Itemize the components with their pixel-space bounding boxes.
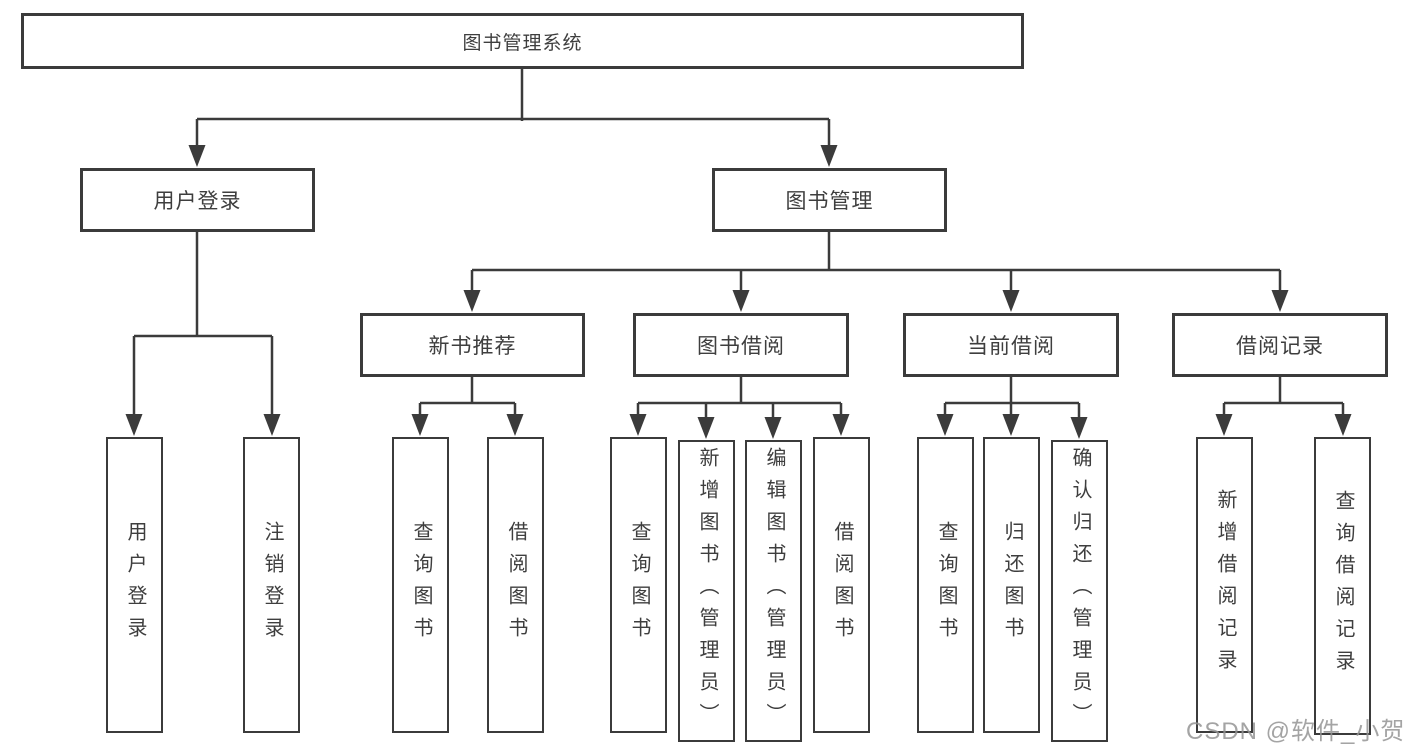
node-current-borrow-label: 当前借阅 <box>967 335 1055 358</box>
watermark: CSDN @软件_小贺同学 <box>1186 718 1405 745</box>
node-current-borrow: 当前借阅 <box>903 313 1119 377</box>
node-leaf-user-login-label: 用户登录 <box>124 521 146 649</box>
node-book-borrow: 图书借阅 <box>633 313 849 377</box>
node-book-borrow-label: 图书借阅 <box>697 335 785 358</box>
node-leaf-user-login: 用户登录 <box>106 437 163 733</box>
node-bb-query-book-label: 查询图书 <box>628 521 650 649</box>
node-cb-return-book-label: 归还图书 <box>1001 521 1023 649</box>
arrowheads <box>125 145 1352 439</box>
node-br-query-record: 查询借阅记录 <box>1314 437 1371 735</box>
node-cb-return-book: 归还图书 <box>983 437 1040 733</box>
node-bb-edit-book-label: 编辑图书（管理员） <box>763 447 785 735</box>
node-bb-add-book: 新增图书（管理员） <box>678 440 735 742</box>
node-bb-borrow-book: 借阅图书 <box>813 437 870 733</box>
node-nbr-borrow-book-label: 借阅图书 <box>505 521 527 649</box>
node-nbr-query-book-label: 查询图书 <box>410 521 432 649</box>
node-br-add-record: 新增借阅记录 <box>1196 437 1253 733</box>
node-user-login: 用户登录 <box>80 168 315 232</box>
node-book-management-label: 图书管理 <box>785 190 874 213</box>
node-br-add-record-label: 新增借阅记录 <box>1214 489 1236 681</box>
node-leaf-logout: 注销登录 <box>243 437 300 733</box>
node-new-book-recommend-label: 新书推荐 <box>428 335 517 358</box>
node-bb-edit-book: 编辑图书（管理员） <box>745 440 802 742</box>
node-nbr-query-book: 查询图书 <box>392 437 449 733</box>
node-leaf-logout-label: 注销登录 <box>261 521 283 649</box>
node-cb-query-book-label: 查询图书 <box>935 521 957 649</box>
node-borrow-record-label: 借阅记录 <box>1236 335 1324 358</box>
node-root: 图书管理系统 <box>21 13 1024 69</box>
node-user-login-label: 用户登录 <box>153 190 242 213</box>
node-borrow-record: 借阅记录 <box>1172 313 1388 377</box>
tree-edges <box>132 69 1345 423</box>
node-bb-borrow-book-label: 借阅图书 <box>831 521 853 649</box>
node-cb-confirm-return: 确认归还（管理员） <box>1051 440 1108 742</box>
node-cb-confirm-return-label: 确认归还（管理员） <box>1069 447 1091 735</box>
node-nbr-borrow-book: 借阅图书 <box>487 437 544 733</box>
node-cb-query-book: 查询图书 <box>917 437 974 733</box>
node-br-query-record-label: 查询借阅记录 <box>1332 490 1354 682</box>
node-bb-add-book-label: 新增图书（管理员） <box>696 447 718 735</box>
node-root-label: 图书管理系统 <box>462 32 583 54</box>
node-book-management: 图书管理 <box>712 168 947 232</box>
node-bb-query-book: 查询图书 <box>610 437 667 733</box>
node-new-book-recommend: 新书推荐 <box>360 313 585 377</box>
